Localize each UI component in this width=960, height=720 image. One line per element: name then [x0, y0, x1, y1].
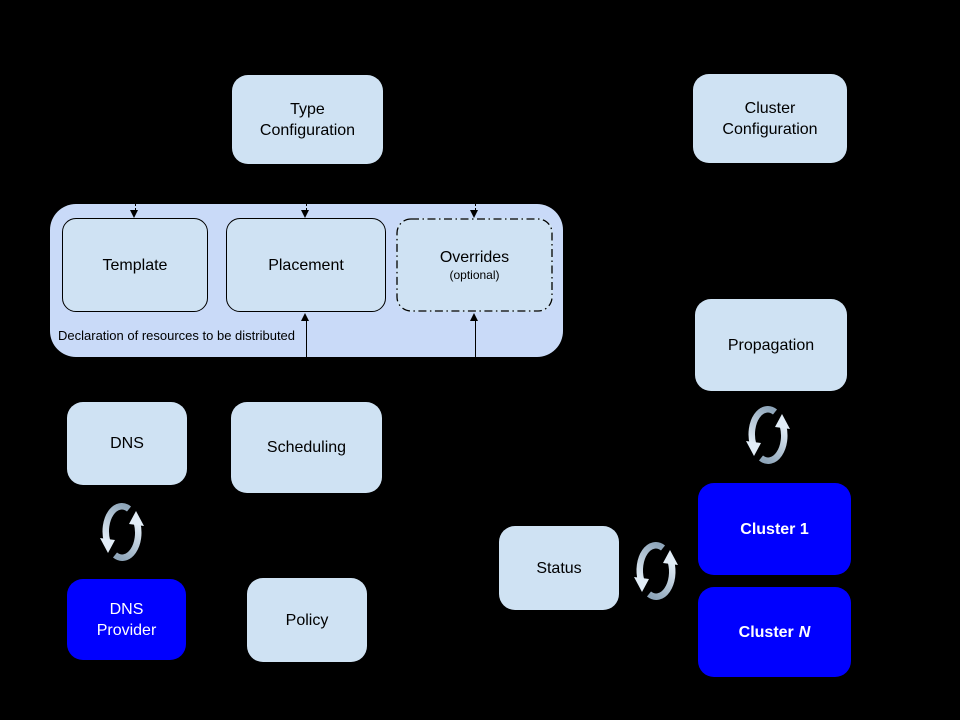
node-cluster-1: Cluster 1: [698, 483, 851, 575]
node-type-configuration: Type Configuration: [232, 75, 383, 164]
arrow-line-dashed: [135, 203, 136, 211]
node-placement: Placement: [226, 218, 386, 312]
node-label: Type Configuration: [259, 100, 356, 139]
arrowhead-down: [301, 210, 309, 218]
node-policy: Policy: [247, 578, 367, 662]
node-label: DNS: [110, 435, 144, 452]
arrow-line-dashed: [475, 203, 476, 211]
arrowhead-down: [130, 210, 138, 218]
node-label: Cluster 1: [740, 520, 809, 538]
sync-icon: [746, 406, 790, 464]
node-template: Template: [62, 218, 208, 312]
arrow-line-solid: [475, 321, 476, 357]
node-label: Overrides: [439, 249, 510, 266]
node-label: Policy: [285, 611, 329, 629]
node-label: Status: [536, 559, 582, 577]
node-status: Status: [499, 526, 619, 610]
node-scheduling: Scheduling: [231, 402, 382, 493]
node-label: Placement: [268, 256, 344, 274]
sync-icon: [100, 503, 144, 561]
arrowhead-up: [470, 313, 478, 321]
arrow-line-dashed: [306, 203, 307, 211]
node-propagation: Propagation: [695, 299, 847, 391]
sync-icon: [634, 542, 678, 600]
node-label: Scheduling: [266, 439, 347, 456]
node-label: DNS Provider: [96, 600, 157, 639]
node-dns-provider: DNS Provider: [67, 579, 186, 660]
node-overrides: Overrides (optional): [396, 218, 553, 312]
node-sublabel: (optional): [449, 268, 500, 282]
node-label: Propagation: [727, 336, 815, 354]
arrowhead-up: [301, 313, 309, 321]
node-label: Cluster Configuration: [722, 99, 818, 138]
node-label: Template: [102, 256, 168, 274]
dash-dot-border: [396, 218, 553, 312]
declaration-group-caption: Declaration of resources to be distribut…: [58, 328, 296, 343]
arrow-line-solid: [306, 321, 307, 357]
arrowhead-down: [470, 210, 478, 218]
node-dns: DNS: [67, 402, 187, 485]
node-cluster-configuration: Cluster Configuration: [693, 74, 847, 163]
